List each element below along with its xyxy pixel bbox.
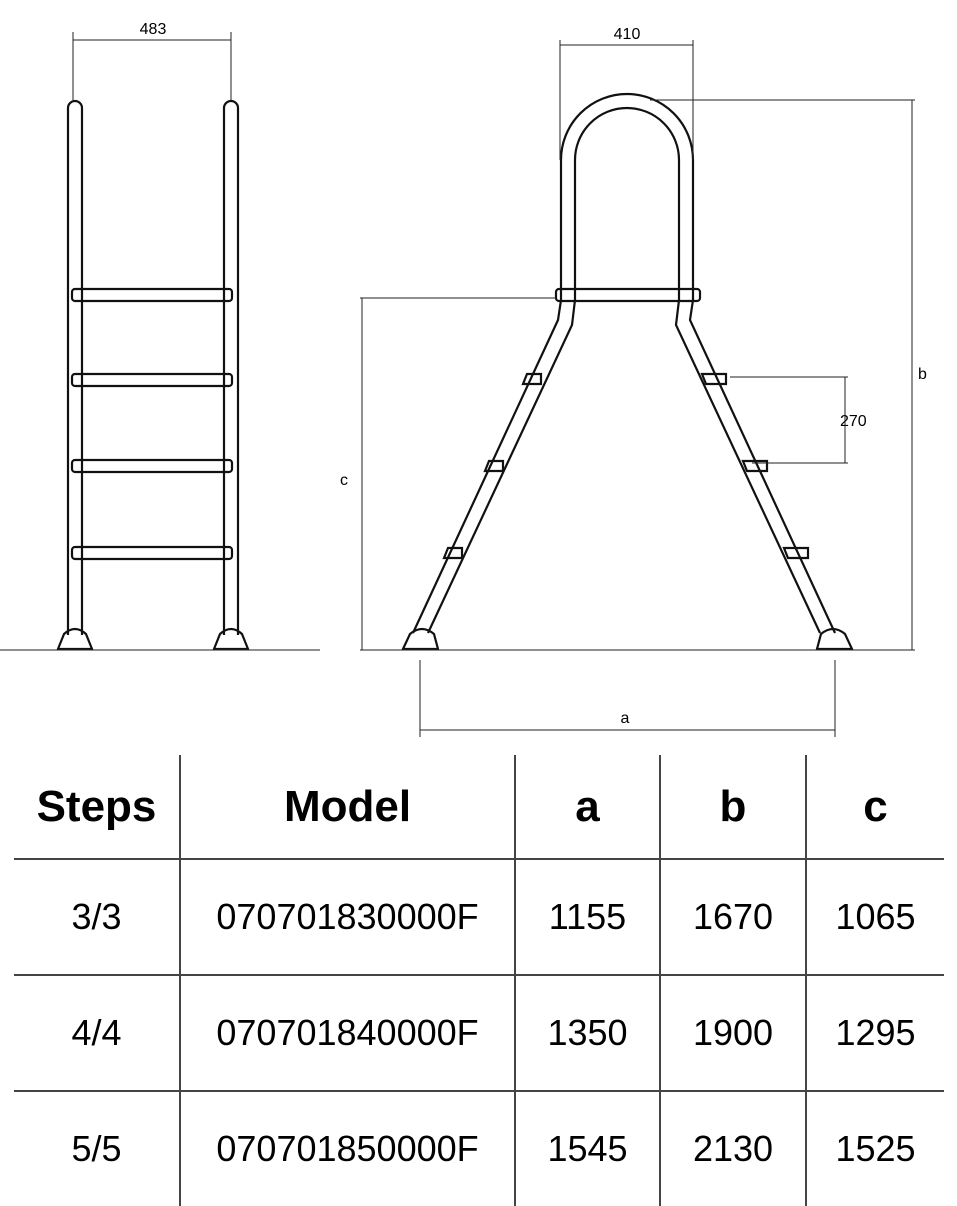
dimension-label: 410 — [614, 26, 641, 43]
cell-steps: 4/4 — [14, 975, 180, 1092]
front-rungs — [70, 287, 234, 561]
dimension-b: b — [650, 99, 927, 650]
table-row: 5/5 070701850000F 1545 2130 1525 — [14, 1091, 944, 1206]
dimension-label: 483 — [140, 21, 167, 38]
ladder-technical-drawing: 483 410 b — [0, 21, 927, 737]
dimension-a: a — [419, 660, 836, 737]
cell-model: 070701850000F — [179, 1091, 515, 1206]
cell-steps: 5/5 — [71, 1128, 122, 1169]
dimension-c: c — [340, 297, 556, 650]
cell-model: 070701840000F — [179, 975, 515, 1092]
specification-table: Steps Model a b c 3/3 070701830000F 1155… — [14, 755, 944, 1206]
dimension-label: b — [918, 366, 927, 383]
cell-c: 1295 — [805, 975, 944, 1092]
side-steps — [442, 372, 810, 560]
cell-steps: 3/3 — [14, 859, 180, 976]
cell-model: 070701830000F — [179, 859, 515, 976]
cell-c: 1525 — [805, 1091, 944, 1206]
cell-b: 1900 — [659, 975, 806, 1092]
dimension-label: a — [621, 710, 630, 727]
table-row: 4/4 070701840000F 1350 1900 1295 — [14, 975, 944, 1092]
cell-a: 1545 — [514, 1091, 660, 1206]
cell-a: 1155 — [514, 859, 660, 976]
side-view-ladder: 410 b c 270 a — [340, 26, 927, 737]
header-a: a — [514, 755, 660, 860]
dimension-410: 410 — [559, 26, 694, 160]
dimension-label: 270 — [840, 413, 867, 430]
cell-c: 1065 — [805, 859, 944, 976]
dimension-270: 270 — [730, 376, 867, 464]
table-row: 3/3 070701830000F 1155 1670 1065 — [14, 859, 944, 976]
cell-b: 2130 — [659, 1091, 806, 1206]
dimension-483: 483 — [72, 21, 232, 100]
table-header-row: Steps Model a b c — [14, 755, 944, 860]
header-steps: Steps — [14, 755, 180, 860]
header-model: Model — [179, 755, 515, 860]
front-view-ladder: 483 — [0, 21, 320, 651]
header-c: c — [805, 755, 944, 860]
dimension-label: c — [340, 472, 348, 489]
header-b: b — [659, 755, 806, 860]
cell-b: 1670 — [659, 859, 806, 976]
cell-a: 1350 — [514, 975, 660, 1092]
